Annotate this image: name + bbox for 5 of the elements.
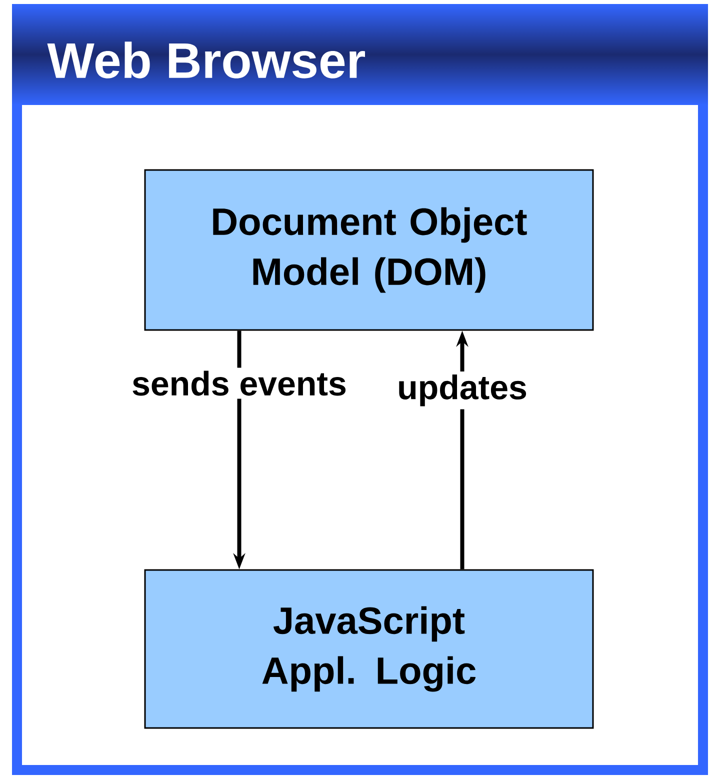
edge-label: sends events <box>132 370 346 396</box>
process-box: JavaScript Appl. Logic <box>144 569 594 729</box>
frame-heading: Web Browser <box>47 42 365 78</box>
process-box: Document Object Model (DOM) <box>144 169 594 331</box>
edge-label: updates <box>399 374 526 406</box>
